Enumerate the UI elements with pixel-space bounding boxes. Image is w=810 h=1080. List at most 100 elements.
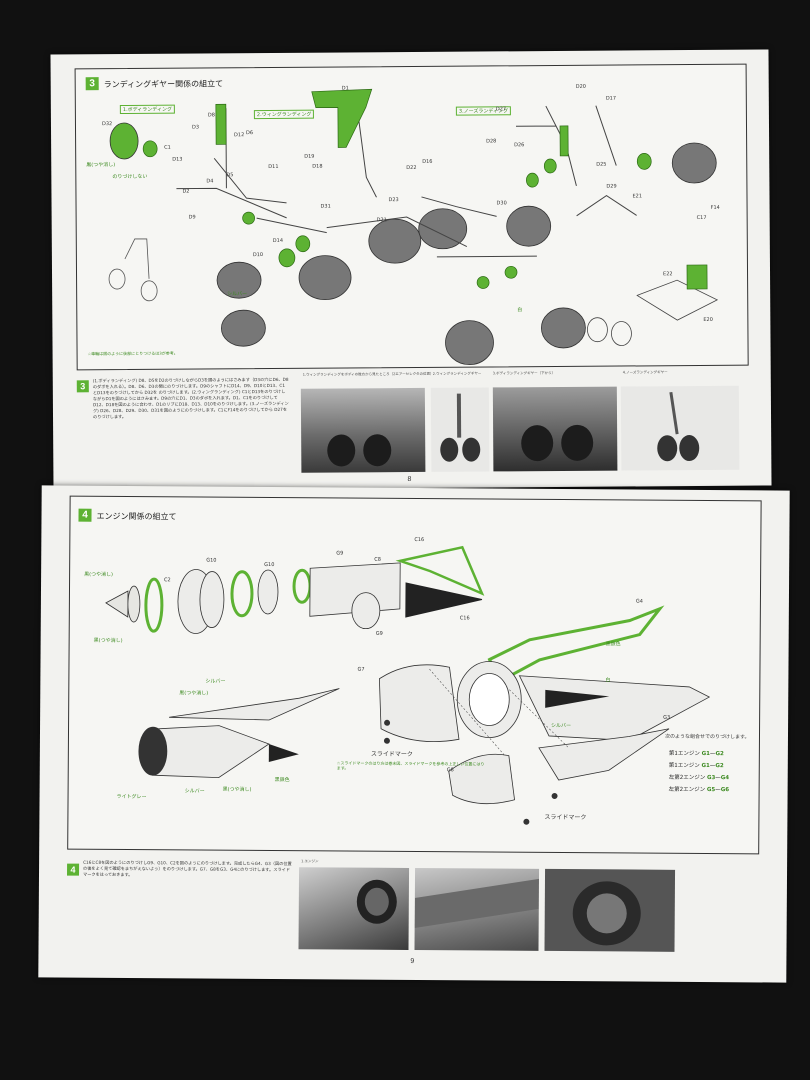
wheel bbox=[109, 122, 717, 365]
photo-engine-nacelle bbox=[298, 867, 410, 950]
instructions-badge: 3 bbox=[76, 380, 89, 393]
part-label: G10 bbox=[264, 561, 275, 569]
instruction-page-8: 3 ランディングギヤー関係の組立て 1.ボディランディング 2.ウィングランディ… bbox=[50, 49, 772, 491]
part-label: D29 bbox=[606, 183, 617, 190]
part-label: D19 bbox=[304, 153, 315, 160]
part-label: D12 bbox=[234, 132, 245, 139]
color-note: シルバー bbox=[205, 678, 226, 685]
part-label: G3 bbox=[663, 714, 671, 721]
photo-caption: 2.ウィングランディングギヤー bbox=[432, 371, 482, 376]
nose-gear-detail bbox=[587, 279, 719, 346]
part-label: C16 bbox=[459, 615, 470, 622]
photo-caption: 3.ボディランディングギヤー（下から） bbox=[492, 370, 556, 376]
photo-wing-gear-detail bbox=[430, 387, 490, 472]
slide-mark-dot bbox=[523, 818, 530, 825]
part-label: C8 bbox=[374, 556, 381, 563]
part-label: D30 bbox=[496, 200, 507, 207]
part-label: D22 bbox=[406, 164, 417, 172]
part-label: D26 bbox=[514, 142, 525, 149]
part-label: D21 bbox=[376, 217, 387, 224]
part-label: D17 bbox=[605, 95, 617, 102]
part-label: D9 bbox=[188, 214, 196, 221]
photo-caption: 4.ノーズランディングギヤー bbox=[622, 370, 668, 375]
green-strut bbox=[215, 88, 569, 157]
color-note: 黒(つや消し) bbox=[84, 571, 114, 578]
page-number: 9 bbox=[410, 957, 415, 966]
diagram-frame-landing-gear: 3 ランディングギヤー関係の組立て 1.ボディランディング 2.ウィングランディ… bbox=[74, 63, 749, 371]
part-label: D1 bbox=[341, 85, 349, 92]
part-label: G9 bbox=[375, 630, 383, 637]
part-label: D32 bbox=[101, 121, 113, 128]
color-note: シルバー bbox=[551, 722, 572, 730]
part-label: F14 bbox=[710, 204, 720, 211]
instructions-badge: 4 bbox=[67, 863, 80, 876]
hub bbox=[142, 140, 652, 289]
part-label: G7 bbox=[357, 666, 365, 673]
slide-mark-dot bbox=[383, 737, 390, 744]
part-label: D16 bbox=[422, 158, 433, 165]
part-label: D4 bbox=[206, 178, 214, 185]
part-label: D8 bbox=[207, 112, 215, 119]
color-note: ライトグレー bbox=[116, 793, 147, 801]
part-label: D27 bbox=[495, 106, 507, 113]
exhaust-cone bbox=[268, 743, 299, 762]
color-note: 黒(つや消し) bbox=[93, 637, 123, 644]
cowl-half bbox=[395, 545, 485, 596]
color-note: 黒(つや消し) bbox=[179, 690, 209, 697]
landing-gear-illustration bbox=[108, 88, 719, 365]
photo-engine-core bbox=[544, 868, 676, 952]
part-label: D20 bbox=[575, 83, 586, 90]
leader-line bbox=[429, 668, 570, 756]
part-label: C1 bbox=[164, 144, 171, 151]
photo-caption: 1.エンジン bbox=[301, 859, 319, 864]
finished-engine bbox=[138, 688, 340, 779]
exhaust-cone bbox=[545, 689, 610, 708]
part-label: D13 bbox=[172, 156, 183, 163]
pylon bbox=[487, 605, 665, 684]
part-label: D6 bbox=[246, 130, 254, 137]
color-note: シルバー bbox=[184, 788, 205, 795]
part-label: D2 bbox=[182, 188, 190, 195]
slide-mark-dot bbox=[384, 719, 391, 726]
combination-row: 左第2エンジン G5—G6 bbox=[668, 786, 730, 794]
slide-mark-note: ☆スライドマークのはり方は巻末図、スライドマークを参考の上正しい位置にはります。 bbox=[336, 760, 485, 771]
color-note: 黒(つや消し) bbox=[86, 162, 116, 169]
part-label: C2 bbox=[164, 577, 171, 584]
part-label: G4 bbox=[635, 598, 644, 605]
instruction-page-9: 4 エンジン関係の組立て bbox=[38, 485, 790, 983]
part-label: E21 bbox=[632, 193, 643, 200]
spinner bbox=[105, 585, 141, 623]
part-label: D14 bbox=[272, 237, 284, 244]
page-number: 8 bbox=[407, 476, 412, 484]
photo-caption: 1.ウィングランディングをボディの後方から見たところ（2エアーセレクタの位置） bbox=[302, 371, 434, 377]
photo-engine-side bbox=[414, 868, 540, 951]
part-label: G9 bbox=[336, 550, 344, 557]
slide-mark-label: スライドマーク bbox=[370, 750, 413, 758]
photo-nose-gear bbox=[620, 385, 740, 471]
part-label: D3 bbox=[191, 124, 200, 131]
part-label: C17 bbox=[696, 214, 707, 222]
assembled-engine bbox=[378, 661, 711, 805]
engine-illustration bbox=[105, 545, 711, 825]
part-label: D5 bbox=[226, 172, 234, 179]
part-label: D28 bbox=[486, 138, 497, 145]
part-label: E22 bbox=[663, 271, 673, 278]
part-label: D23 bbox=[388, 197, 399, 204]
instructions-text: (1.ボディランディング) D8、D5をD2のりづけしながらD3を図のようにはさ… bbox=[92, 376, 289, 420]
diagram-frame-engine: 4 エンジン関係の組立て bbox=[67, 495, 762, 855]
color-note: 黒鉄色 bbox=[605, 641, 621, 648]
compressor bbox=[177, 562, 401, 634]
instructions-text: C16にC8を図のようにのりづけしG9、G10、C2を図のようにのりづけします。… bbox=[82, 859, 292, 878]
combination-row: 左第2エンジン G3—G4 bbox=[668, 774, 730, 782]
part-label: D18 bbox=[312, 163, 323, 170]
part-label: D11 bbox=[268, 163, 279, 170]
part-label: C16 bbox=[414, 536, 425, 544]
combination-row: 第1エンジン G1—G2 bbox=[668, 762, 724, 770]
footnote: ☆車輪は図のように後部にとりつけるは3が参考。 bbox=[87, 350, 178, 357]
fan-ring bbox=[144, 568, 312, 633]
part-label: D31 bbox=[320, 203, 331, 210]
color-note: 黒(つや消し) bbox=[222, 786, 252, 793]
part-label: D25 bbox=[596, 161, 607, 168]
color-note: のりづけしない bbox=[112, 173, 148, 181]
part-label: D10 bbox=[252, 252, 264, 259]
